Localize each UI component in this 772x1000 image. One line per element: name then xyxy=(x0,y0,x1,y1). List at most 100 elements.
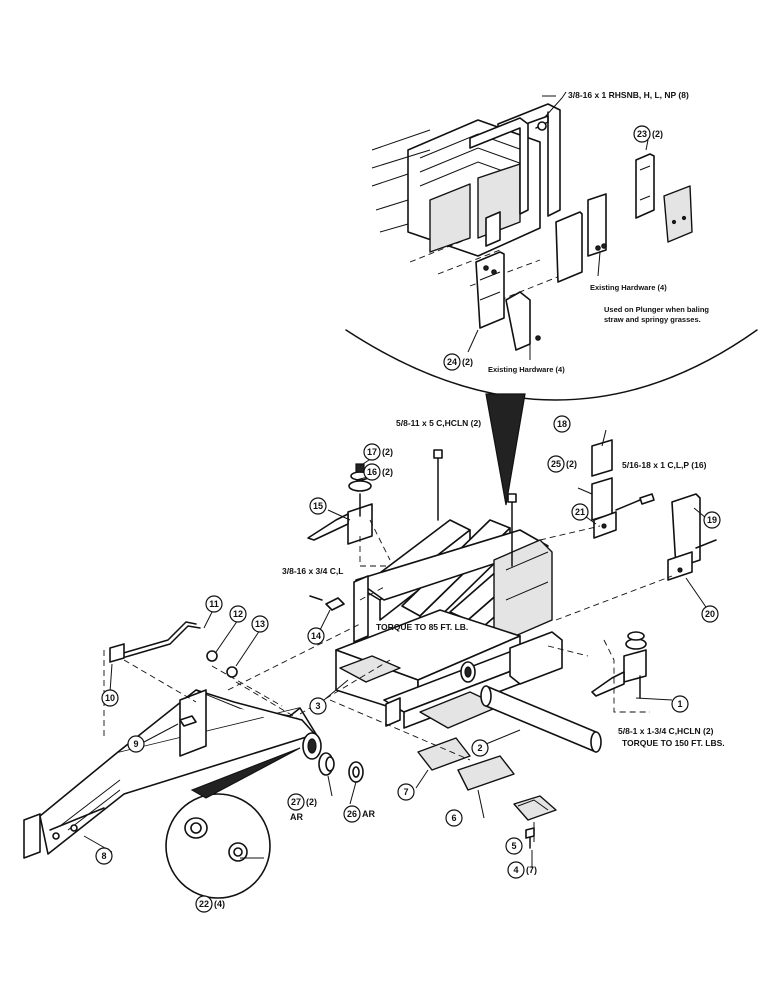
part-9-fitting xyxy=(179,715,197,727)
bolt-5-8-11-label: 5/8-11 x 5 C,HCLN (2) xyxy=(396,418,481,428)
svg-text:14: 14 xyxy=(311,631,321,641)
svg-text:(2): (2) xyxy=(566,459,577,469)
svg-text:(2): (2) xyxy=(306,797,317,807)
callout-19: 19 xyxy=(703,511,721,529)
assembly-lines xyxy=(227,519,673,761)
svg-text:21: 21 xyxy=(575,507,585,517)
callout-3: 3 xyxy=(309,697,327,715)
bolt-5-8-1-label: 5/8-1 x 1-3/4 C,HCLN (2) xyxy=(618,726,714,736)
callout-4: 4 (7) xyxy=(507,861,537,879)
svg-text:12: 12 xyxy=(233,609,243,619)
callout-21: 21 xyxy=(571,503,589,521)
callout-11: 11 xyxy=(205,595,223,613)
svg-text:4: 4 xyxy=(513,865,518,875)
svg-text:19: 19 xyxy=(707,515,717,525)
svg-text:3: 3 xyxy=(315,701,320,711)
ar-label-27: AR xyxy=(290,812,303,822)
svg-text:AR: AR xyxy=(362,809,375,819)
callout-5: 5 xyxy=(505,837,523,855)
svg-text:7: 7 xyxy=(403,787,408,797)
callout-20: 20 xyxy=(701,605,719,623)
callout-18: 18 xyxy=(553,415,571,433)
callout-8: 8 xyxy=(95,847,113,865)
right-mount-1 xyxy=(591,631,650,713)
svg-text:(2): (2) xyxy=(382,447,393,457)
wear-plates xyxy=(417,737,557,849)
bolt-5-16-18-label: 5/16-18 x 1 C,L,P (16) xyxy=(622,460,707,470)
svg-text:25: 25 xyxy=(551,459,561,469)
right-brackets-18-21-25 xyxy=(591,439,655,539)
svg-text:13: 13 xyxy=(255,619,265,629)
plunger-note-line-2: straw and springy grasses. xyxy=(604,315,701,324)
callout-25: 25 (2) xyxy=(547,455,577,473)
callout-2: 2 xyxy=(471,739,489,757)
callout-12: 12 xyxy=(229,605,247,623)
callout-17: 17 (2) xyxy=(363,443,393,461)
svg-text:1: 1 xyxy=(677,699,682,709)
existing-hardware-bottom-label: Existing Hardware (4) xyxy=(488,365,565,374)
svg-text:15: 15 xyxy=(313,501,323,511)
tongue-arm-8 xyxy=(23,689,322,859)
callout-10: 10 xyxy=(101,689,119,707)
svg-text:11: 11 xyxy=(209,599,219,609)
bushing-detail-22 xyxy=(165,747,301,899)
svg-text:(2): (2) xyxy=(382,467,393,477)
plate-6 xyxy=(457,755,515,791)
callout-26: 26 AR xyxy=(343,805,375,823)
main-frame-assembly xyxy=(335,519,563,729)
callout-24: 24 (2) xyxy=(443,353,473,371)
svg-text:16: 16 xyxy=(367,467,377,477)
plunger-note-line-1: Used on Plunger when baling xyxy=(604,305,709,314)
existing-hardware-right-label: Existing Hardware (4) xyxy=(590,283,667,292)
svg-text:(2): (2) xyxy=(652,129,663,139)
existing-hardware-right xyxy=(555,193,607,283)
bolt-3-8-16-label: 3/8-16 x 3/4 C,L xyxy=(282,566,343,576)
callout-15: 15 xyxy=(309,497,327,515)
plunger-assembly xyxy=(371,103,561,301)
hardware-top-label: 3/8-16 x 1 RHSNB, H, L, NP (8) xyxy=(568,90,689,100)
svg-text:18: 18 xyxy=(557,419,567,429)
callout-14: 14 xyxy=(307,627,325,645)
torque-85-label: TORQUE TO 85 FT. LB. xyxy=(376,622,468,632)
svg-text:2: 2 xyxy=(477,743,482,753)
plunger-detail-inset xyxy=(345,91,758,506)
callout-23: 23 (2) xyxy=(633,125,663,143)
svg-text:20: 20 xyxy=(705,609,715,619)
callout-27: 27 (2) xyxy=(287,793,317,811)
svg-text:(4): (4) xyxy=(214,899,225,909)
svg-text:5: 5 xyxy=(511,841,516,851)
plate-14 xyxy=(309,595,345,611)
callout-13: 13 xyxy=(251,615,269,633)
torque-150-label: TORQUE TO 150 FT. LBS. xyxy=(622,738,725,748)
part-24-bracket xyxy=(475,251,541,351)
svg-text:8: 8 xyxy=(101,851,106,861)
svg-text:10: 10 xyxy=(105,693,115,703)
svg-text:(7): (7) xyxy=(526,865,537,875)
rhsnb-bolt xyxy=(535,111,549,131)
svg-text:9: 9 xyxy=(133,739,138,749)
svg-text:(2): (2) xyxy=(462,357,473,367)
svg-text:27: 27 xyxy=(291,797,301,807)
svg-text:26: 26 xyxy=(347,809,357,819)
callout-9: 9 xyxy=(127,735,145,753)
detail-pointer xyxy=(485,393,526,506)
svg-text:22: 22 xyxy=(199,899,209,909)
left-mount-15-16-17 xyxy=(307,463,386,567)
plate-7 xyxy=(417,737,471,771)
bushings-26-27 xyxy=(318,752,364,783)
callout-22: 22 (4) xyxy=(195,895,225,913)
callout-1: 1 xyxy=(671,695,689,713)
callout-6: 6 xyxy=(445,809,463,827)
plate-5 xyxy=(513,795,557,821)
svg-text:17: 17 xyxy=(367,447,377,457)
part-23-bracket xyxy=(635,153,693,243)
right-brackets-19-20 xyxy=(667,493,717,581)
callout-16: 16 (2) xyxy=(363,463,393,481)
svg-text:6: 6 xyxy=(451,813,456,823)
svg-text:23: 23 xyxy=(637,129,647,139)
long-bolts-5-8-11 xyxy=(433,449,517,567)
shaft-part-2 xyxy=(480,685,602,753)
callout-7: 7 xyxy=(397,783,415,801)
svg-text:24: 24 xyxy=(447,357,457,367)
